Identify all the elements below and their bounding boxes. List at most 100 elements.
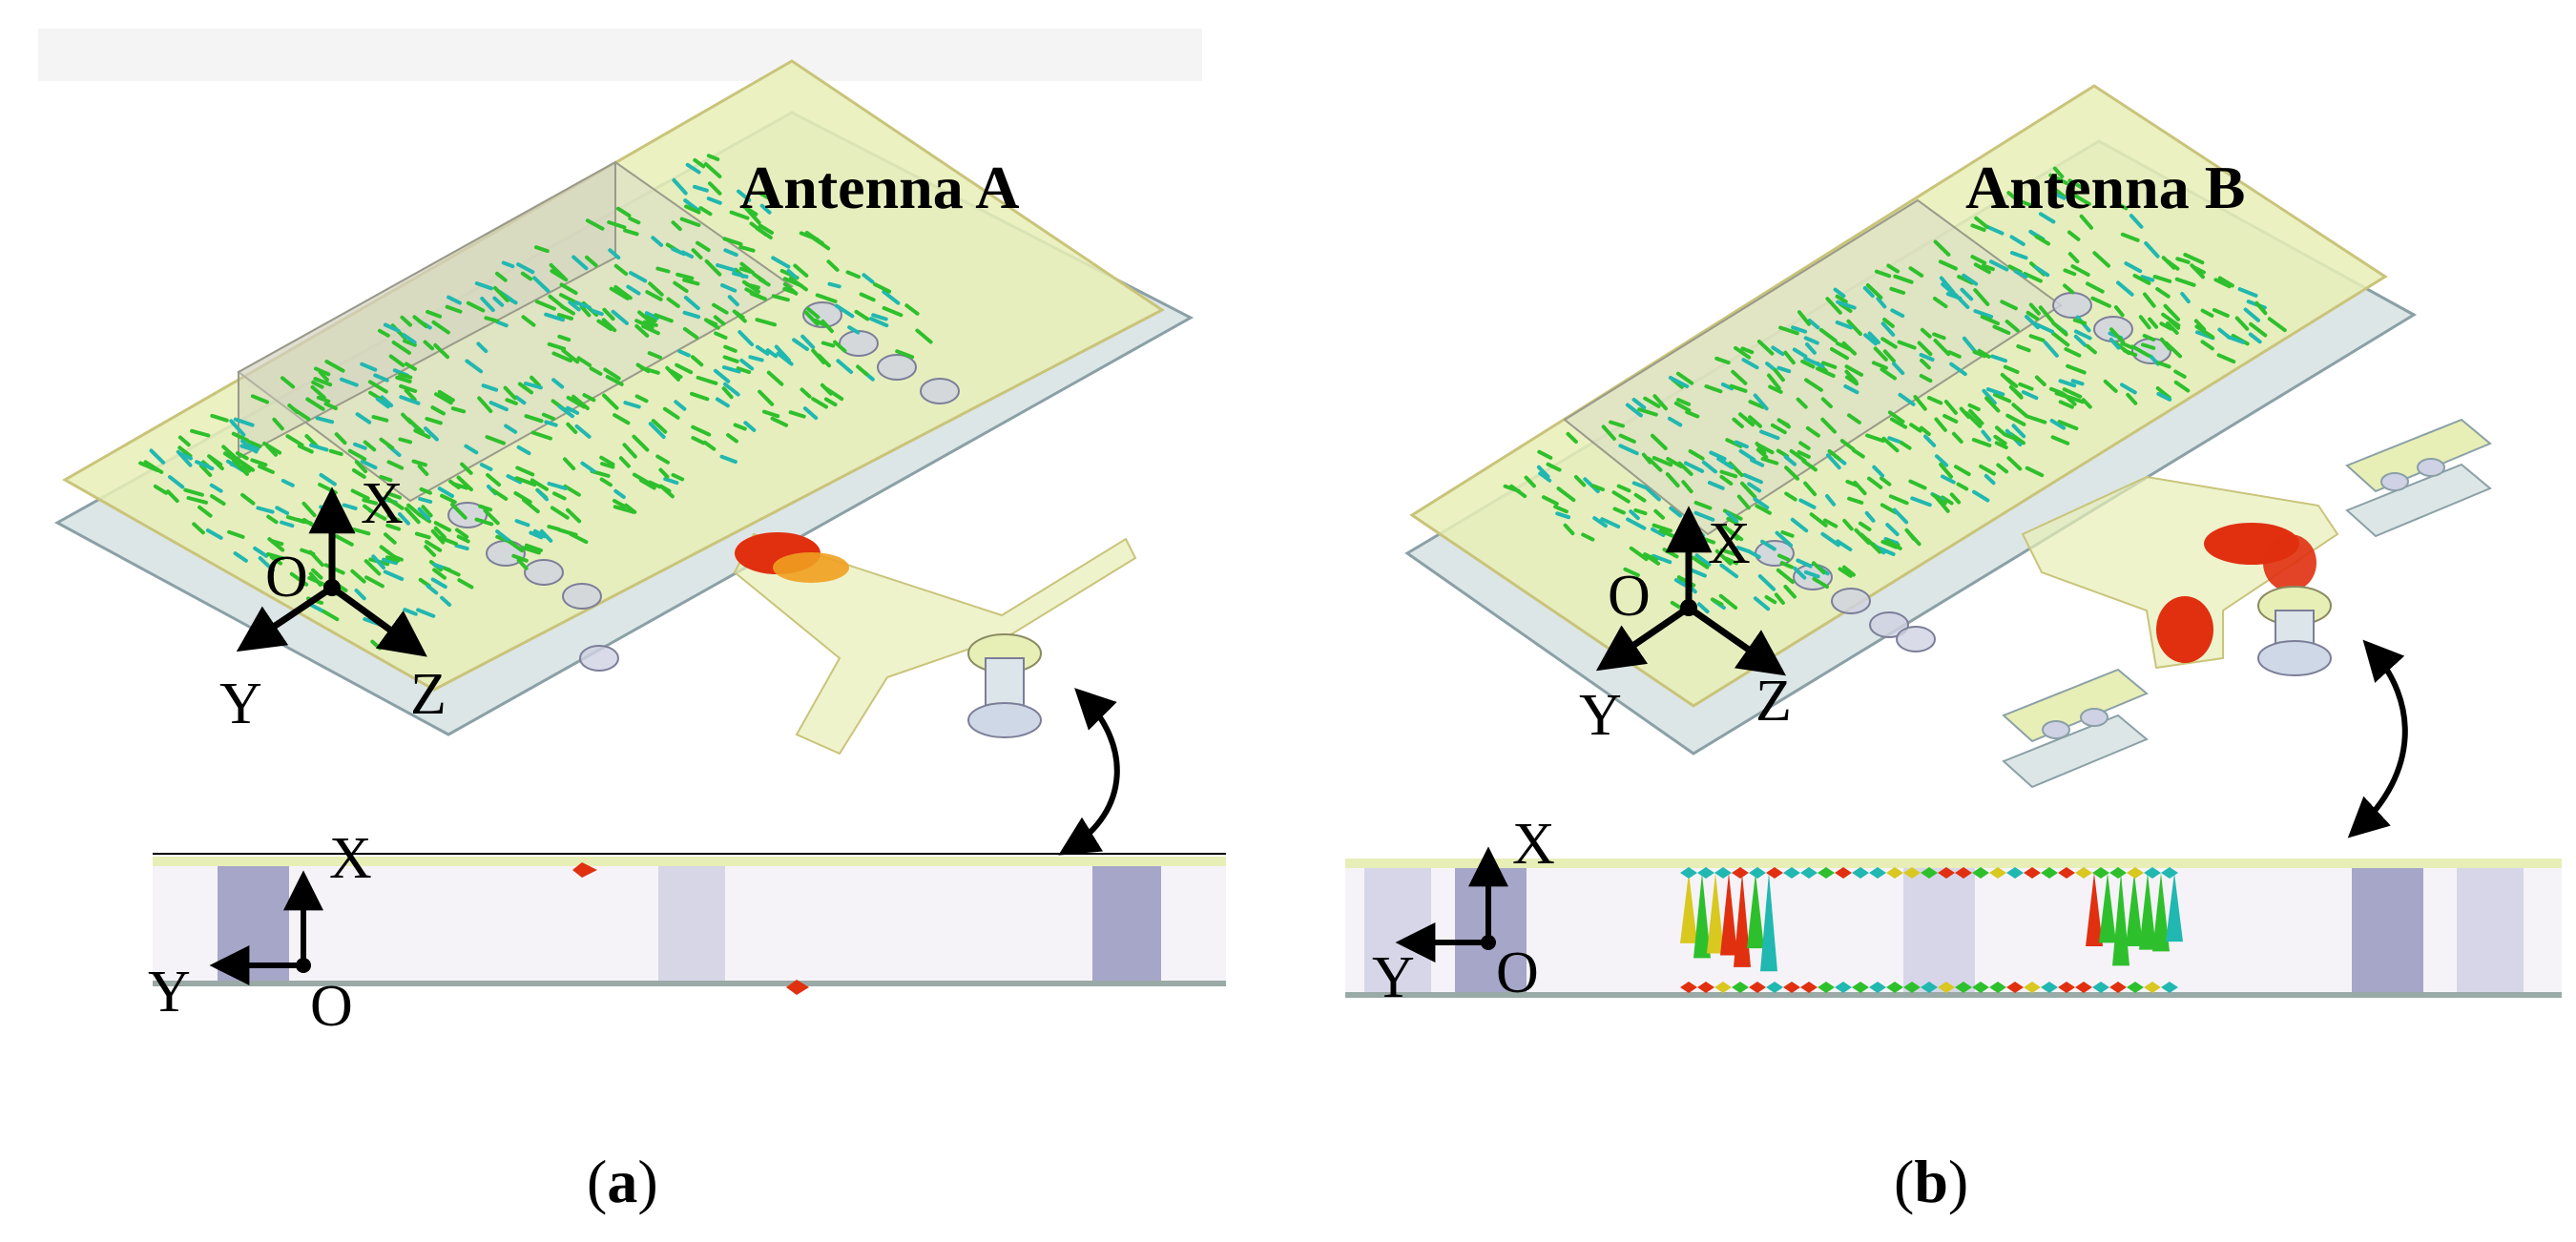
field-vector bbox=[380, 395, 394, 407]
field-vector bbox=[1784, 491, 1797, 502]
field-vector bbox=[608, 248, 621, 259]
field-vector bbox=[328, 448, 343, 456]
field-vector bbox=[566, 422, 578, 434]
field-vector bbox=[2057, 420, 2079, 431]
field-vector bbox=[732, 309, 745, 320]
field-vector bbox=[1939, 276, 1956, 295]
field-vector bbox=[379, 437, 395, 450]
field-vector bbox=[758, 277, 771, 287]
field-vector bbox=[1792, 347, 1808, 359]
field-vector bbox=[1732, 417, 1744, 428]
field-vector bbox=[1827, 449, 1841, 461]
field-vector bbox=[521, 546, 541, 555]
field-vector bbox=[799, 231, 820, 241]
field-vector bbox=[862, 273, 875, 284]
field-vector bbox=[367, 508, 387, 521]
field-vector bbox=[1742, 472, 1763, 485]
field-vector bbox=[334, 432, 347, 445]
section-vector bbox=[1680, 867, 1697, 879]
field-vector bbox=[2038, 305, 2055, 324]
field-vector bbox=[1993, 434, 2007, 445]
field-vector bbox=[1836, 539, 1853, 551]
field-vector bbox=[771, 294, 790, 302]
field-vector bbox=[379, 474, 393, 483]
field-vector bbox=[792, 338, 809, 351]
field-vector bbox=[599, 477, 613, 487]
field-vector bbox=[2023, 271, 2043, 283]
section-vector bbox=[1714, 867, 1732, 879]
field-vector bbox=[708, 181, 722, 196]
field-vector bbox=[1892, 507, 1909, 525]
section-vector bbox=[1749, 867, 1766, 879]
field-vector bbox=[166, 489, 179, 504]
field-vector bbox=[691, 436, 706, 445]
field-vector bbox=[800, 387, 812, 399]
field-vector bbox=[1641, 452, 1652, 465]
field-vector bbox=[541, 412, 556, 421]
field-vector bbox=[1939, 463, 1953, 479]
field-vector bbox=[1753, 393, 1769, 411]
field-vector bbox=[613, 284, 633, 300]
field-vector bbox=[2072, 318, 2088, 325]
field-vector bbox=[511, 553, 529, 563]
field-vector bbox=[419, 486, 432, 495]
field-vector bbox=[675, 272, 695, 280]
field-vector bbox=[1631, 398, 1647, 410]
field-vector bbox=[1803, 356, 1825, 368]
field-vector bbox=[334, 534, 354, 547]
section-vector bbox=[1680, 982, 1697, 993]
field-vector bbox=[2033, 265, 2050, 278]
field-vector bbox=[250, 394, 269, 404]
section-vector bbox=[2152, 873, 2170, 952]
field-vector bbox=[738, 244, 756, 253]
field-vector bbox=[1738, 448, 1756, 462]
section-vector bbox=[2127, 867, 2144, 879]
field-vector bbox=[856, 364, 869, 377]
field-vector bbox=[1553, 505, 1568, 514]
field-vector bbox=[412, 315, 428, 329]
field-vector bbox=[1812, 576, 1829, 590]
field-vector bbox=[1566, 431, 1578, 445]
field-vector bbox=[1778, 325, 1799, 336]
field-vector bbox=[460, 462, 473, 475]
field-vector bbox=[2156, 361, 2171, 369]
section-vector bbox=[1972, 982, 1989, 993]
vector-field-b bbox=[1503, 166, 2287, 614]
field-vector bbox=[758, 389, 775, 406]
field-vector bbox=[360, 362, 378, 372]
field-vector bbox=[324, 360, 345, 373]
field-vector bbox=[221, 445, 239, 461]
field-vector bbox=[2143, 292, 2156, 308]
field-vector bbox=[547, 482, 568, 490]
field-vector bbox=[1727, 528, 1744, 542]
field-vector bbox=[603, 367, 621, 381]
field-vector bbox=[258, 464, 275, 474]
field-vector bbox=[1871, 361, 1888, 370]
field-vector bbox=[465, 359, 484, 374]
section-vector bbox=[1955, 867, 1972, 879]
field-vector bbox=[557, 404, 574, 419]
field-vector bbox=[641, 324, 660, 336]
field-vector bbox=[2062, 387, 2083, 399]
field-vector bbox=[433, 521, 452, 532]
field-vector bbox=[712, 302, 729, 315]
field-vector bbox=[177, 435, 191, 447]
field-vector bbox=[2120, 232, 2140, 242]
field-vector bbox=[240, 492, 256, 506]
field-vector bbox=[1707, 481, 1725, 490]
field-vector bbox=[691, 424, 712, 437]
field-vector bbox=[454, 544, 469, 551]
section-vector bbox=[1835, 867, 1852, 879]
field-vector bbox=[481, 383, 499, 392]
field-vector bbox=[1851, 448, 1865, 459]
field-vector bbox=[1908, 479, 1927, 490]
field-vector bbox=[1926, 396, 1943, 405]
field-vector bbox=[1714, 356, 1731, 365]
field-vector bbox=[693, 157, 706, 169]
field-vector bbox=[551, 378, 565, 389]
field-vector bbox=[2174, 277, 2196, 287]
field-vector bbox=[748, 355, 764, 362]
connector-b bbox=[2257, 586, 2332, 676]
field-vector bbox=[521, 315, 536, 327]
field-vector bbox=[517, 382, 533, 395]
